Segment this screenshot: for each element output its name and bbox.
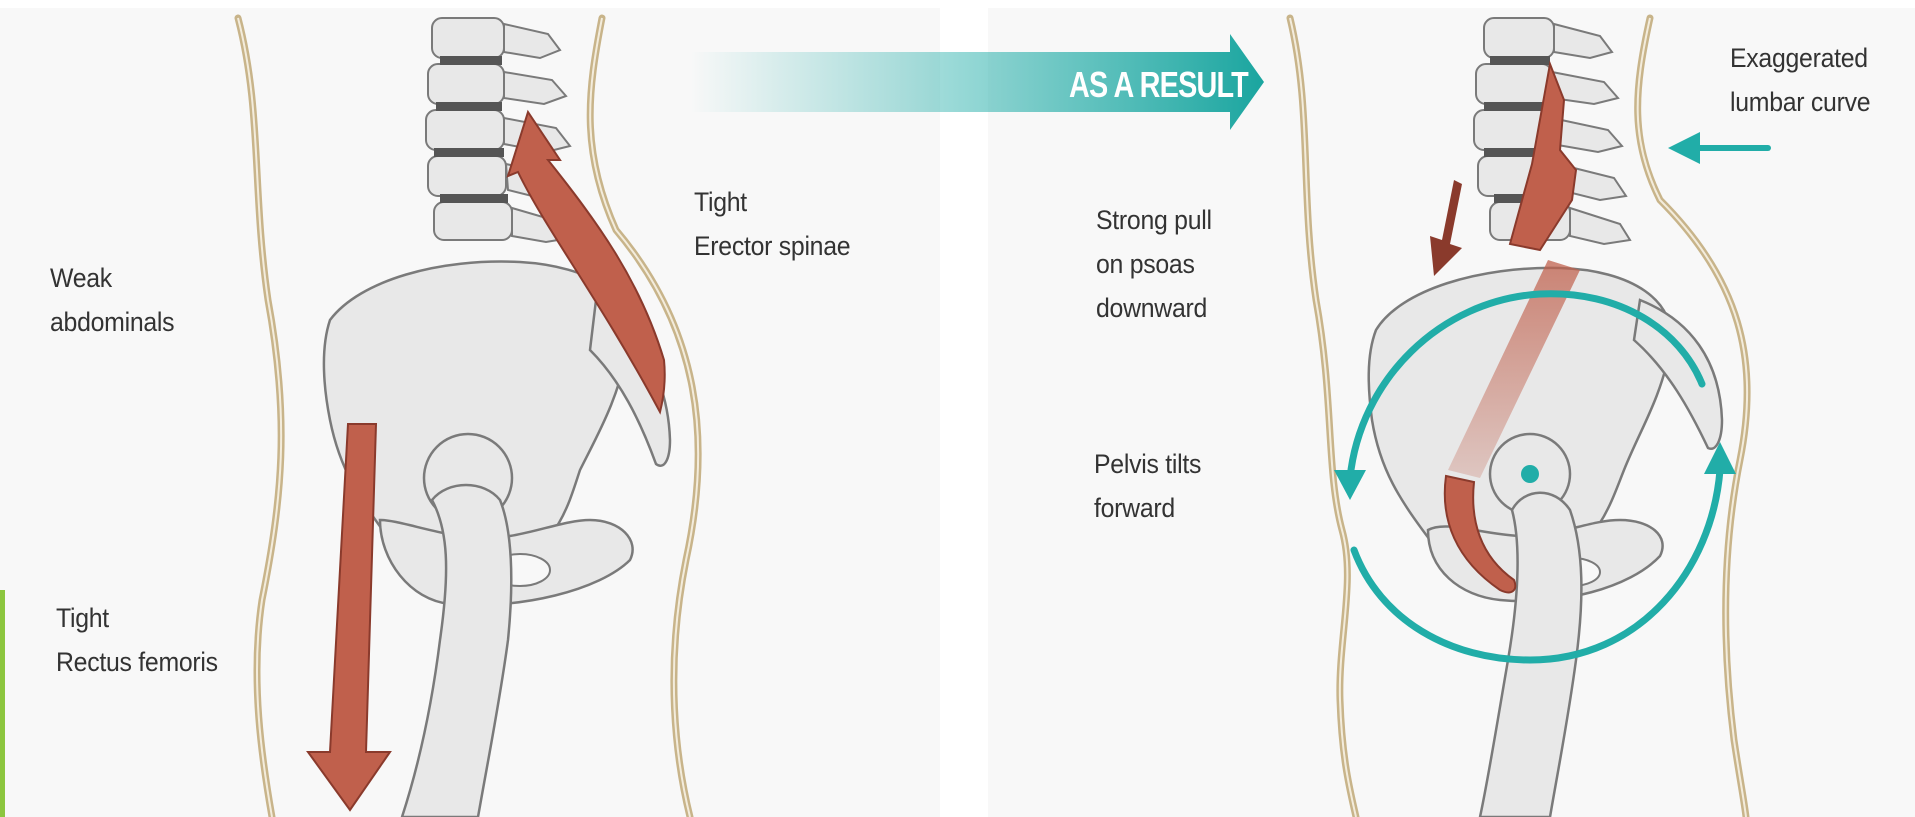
lumbar-curve-arrow <box>1668 132 1768 164</box>
pelvis-tilt-label: Pelvis tilts forward <box>1094 442 1201 530</box>
right-body-front-outline <box>1290 18 1356 817</box>
psoas-pull-label: Strong pull on psoas downward <box>1096 198 1212 330</box>
downward-pull-arrow <box>1430 180 1462 276</box>
rectus-femoris-label: Tight Rectus femoris <box>56 596 218 684</box>
erector-spinae-label: Tight Erector spinae <box>694 180 850 268</box>
as-a-result-label: AS A RESULT <box>1069 60 1225 110</box>
lumbar-curve-label: Exaggerated lumbar curve <box>1730 36 1870 124</box>
weak-abdominals-label: Weak abdominals <box>50 256 174 344</box>
left-body-front-outline <box>238 18 281 817</box>
